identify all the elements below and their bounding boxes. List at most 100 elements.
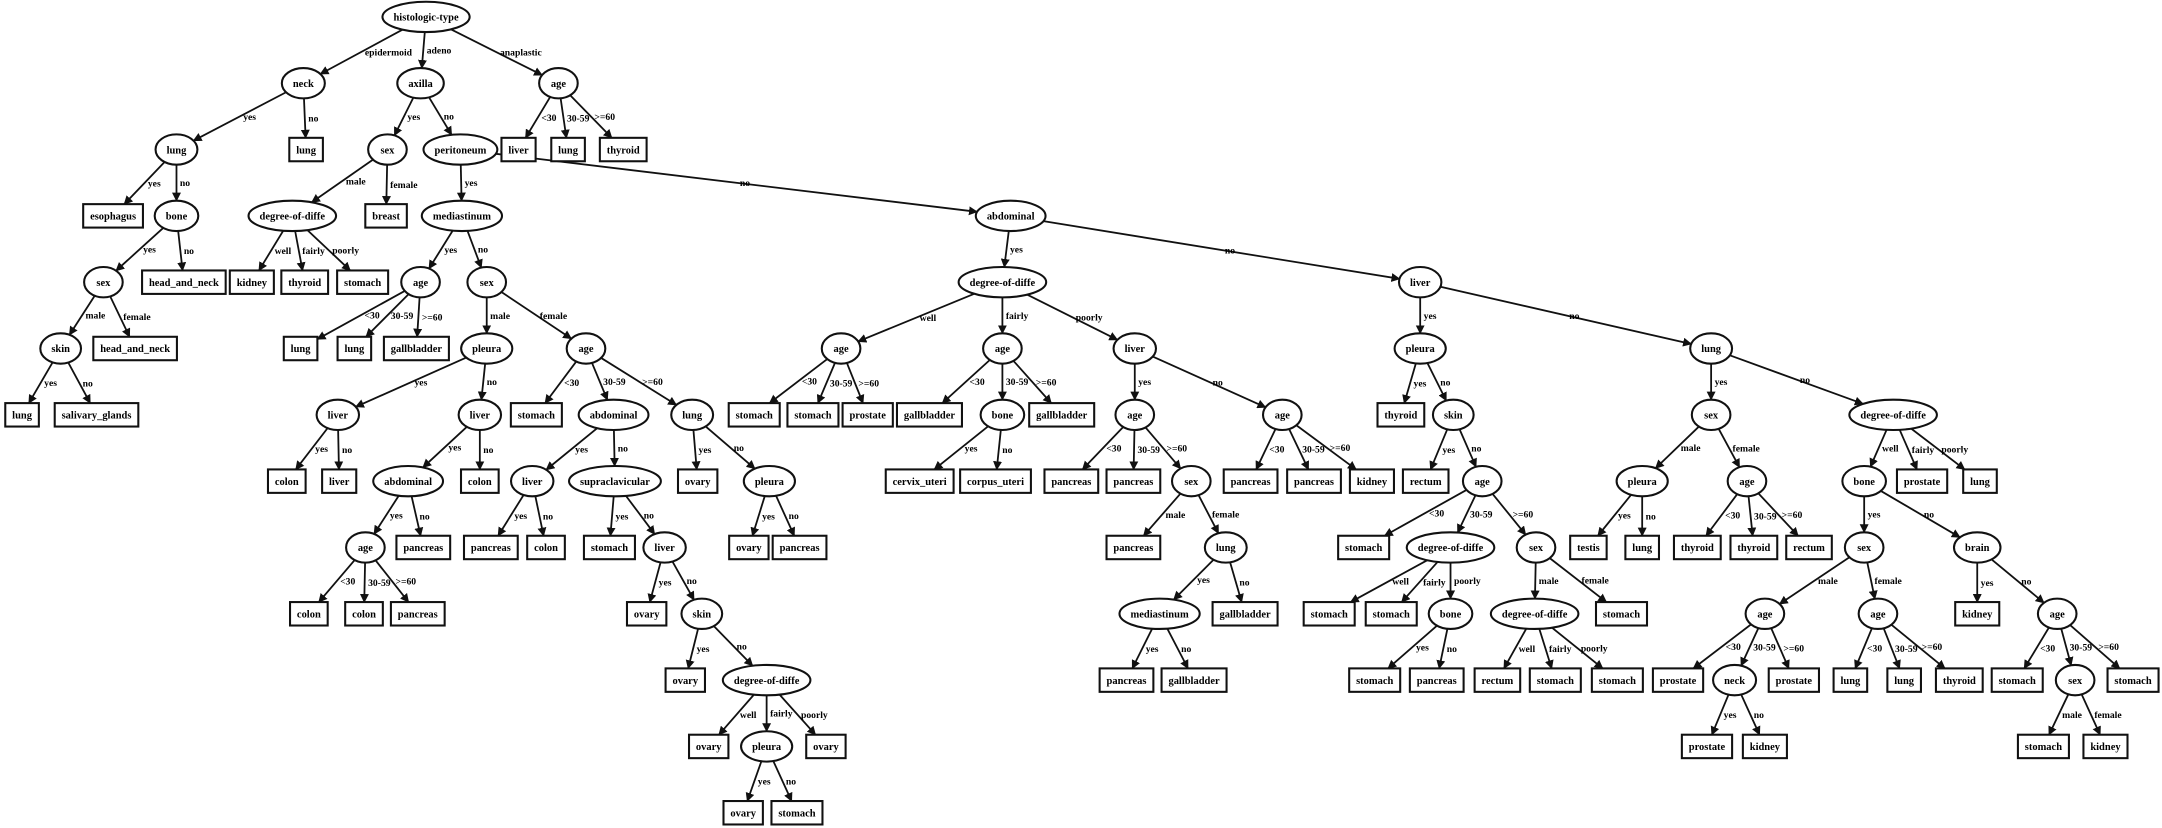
leaf-stomach: stomach bbox=[582, 534, 636, 561]
node-label: sex bbox=[2068, 676, 2083, 687]
node-label: ovary bbox=[736, 543, 762, 554]
node-label: gallbladder bbox=[1219, 610, 1271, 621]
node-label: ovary bbox=[813, 742, 839, 753]
node-label: colon bbox=[468, 477, 492, 488]
leaf-prostate: prostate bbox=[1767, 667, 1821, 693]
edge-label: poorly bbox=[801, 710, 828, 721]
node-label: age bbox=[1275, 411, 1290, 422]
edge-arrow bbox=[1654, 425, 1700, 469]
decision-node-lung: lung bbox=[154, 133, 199, 166]
decision-ellipse bbox=[1203, 531, 1248, 564]
leaf-stomach: stomach bbox=[1990, 667, 2044, 693]
decision-node-pleura: pleura bbox=[740, 730, 794, 763]
node-label: age bbox=[2050, 610, 2065, 621]
decision-node-supraclavicular: supraclavicular bbox=[567, 464, 662, 498]
edge-arrow bbox=[1991, 558, 2045, 604]
decision-node-degree-of-diffe: degree-of-diffe bbox=[247, 199, 338, 233]
edge-arrow bbox=[545, 427, 598, 471]
edge-arrow bbox=[600, 357, 678, 406]
leaf-box bbox=[1376, 402, 1426, 428]
edge-arrow bbox=[373, 495, 400, 535]
edge-label: yes bbox=[575, 444, 588, 455]
node-label: stomach bbox=[518, 411, 555, 422]
leaf-gallbladder: gallbladder bbox=[382, 335, 450, 362]
edge-arrow bbox=[177, 230, 187, 272]
leaf-thyroid: thyroid bbox=[1729, 534, 1779, 561]
decision-node-neck: neck bbox=[280, 67, 326, 100]
decision-ellipse bbox=[740, 730, 794, 763]
decision-node-age: age bbox=[1261, 398, 1303, 432]
decision-ellipse bbox=[1615, 464, 1669, 498]
edge-arrow bbox=[109, 295, 131, 338]
edge-label: fairly bbox=[1912, 445, 1935, 456]
edge-arrow bbox=[534, 495, 547, 537]
edge-label: no bbox=[1181, 644, 1191, 655]
decision-ellipse bbox=[460, 332, 514, 365]
node-label: axilla bbox=[408, 79, 433, 90]
edge-arrow bbox=[1717, 428, 1741, 468]
edge-arrow bbox=[1458, 428, 1477, 468]
leaf-ovary: ovary bbox=[625, 601, 668, 627]
leaf-liver: liver bbox=[500, 136, 537, 163]
edge-arrow bbox=[544, 361, 577, 404]
edge-label: yes bbox=[1868, 510, 1881, 521]
leaf-gallbladder: gallbladder bbox=[1211, 601, 1279, 627]
leaf-stomach: stomach bbox=[1364, 601, 1418, 627]
edge-label: no bbox=[1447, 644, 1457, 655]
leaf-lung: lung bbox=[288, 136, 324, 163]
leaf-box bbox=[1364, 601, 1418, 627]
leaf-box bbox=[459, 468, 500, 494]
edge-arrow bbox=[2023, 627, 2050, 670]
edge-arrow bbox=[319, 28, 403, 75]
leaf-gallbladder: gallbladder bbox=[1160, 667, 1228, 693]
leaf-lung: lung bbox=[336, 335, 373, 362]
node-label: age bbox=[1739, 477, 1754, 488]
edge-label: female bbox=[390, 180, 418, 191]
decision-ellipse bbox=[247, 199, 338, 233]
decision-node-skin: skin bbox=[680, 597, 724, 630]
leaf-box bbox=[2106, 667, 2160, 693]
edge-label: yes bbox=[1010, 244, 1023, 255]
leaf-box bbox=[336, 335, 373, 362]
node-label: liver bbox=[329, 477, 350, 488]
node-label: lung bbox=[1840, 676, 1861, 687]
decision-ellipse bbox=[457, 398, 503, 432]
edge-label: no bbox=[1440, 377, 1450, 388]
leaf-thyroid: thyroid bbox=[280, 269, 330, 295]
edge-label: no bbox=[786, 777, 796, 788]
node-label: stomach bbox=[2114, 676, 2151, 687]
edge-label: yes bbox=[1414, 379, 1427, 390]
decision-node-sex: sex bbox=[367, 133, 408, 166]
edge-arrow bbox=[422, 426, 468, 469]
edge-arrow bbox=[705, 425, 756, 470]
decision-ellipse bbox=[1848, 398, 1938, 432]
decision-ellipse bbox=[381, 0, 471, 34]
edge-label: no bbox=[1002, 445, 1012, 456]
decision-node-abdominal: abdominal bbox=[372, 464, 445, 498]
edge-label: female bbox=[1732, 443, 1760, 454]
node-label: degree-of-diffe bbox=[734, 676, 800, 687]
node-label: lung bbox=[12, 411, 33, 422]
node-label: kidney bbox=[1962, 610, 1993, 621]
leaf-box bbox=[500, 136, 537, 163]
node-label: gallbladder bbox=[1036, 411, 1088, 422]
edge-arrow bbox=[993, 429, 1003, 471]
edge-arrow bbox=[1166, 628, 1189, 670]
node-label: prostate bbox=[1904, 477, 1941, 488]
node-label: rectum bbox=[1410, 477, 1442, 488]
edge-arrow bbox=[365, 293, 410, 338]
decision-node-bone: bone bbox=[979, 398, 1026, 432]
node-label: thyroid bbox=[1943, 676, 1976, 687]
node-label: thyroid bbox=[1737, 543, 1770, 554]
edge-label: yes bbox=[659, 578, 672, 589]
node-label: pancreas bbox=[1417, 676, 1457, 687]
edge-arrow bbox=[300, 98, 310, 139]
decision-ellipse bbox=[957, 265, 1048, 299]
node-label: thyroid bbox=[1384, 411, 1417, 422]
edge-label: female bbox=[2094, 710, 2122, 721]
edge-arrow bbox=[1740, 627, 1760, 667]
leaf-box bbox=[228, 269, 275, 295]
leaf-box bbox=[625, 601, 668, 627]
edge-label: no bbox=[618, 443, 628, 454]
edge-label: no bbox=[1225, 245, 1235, 256]
